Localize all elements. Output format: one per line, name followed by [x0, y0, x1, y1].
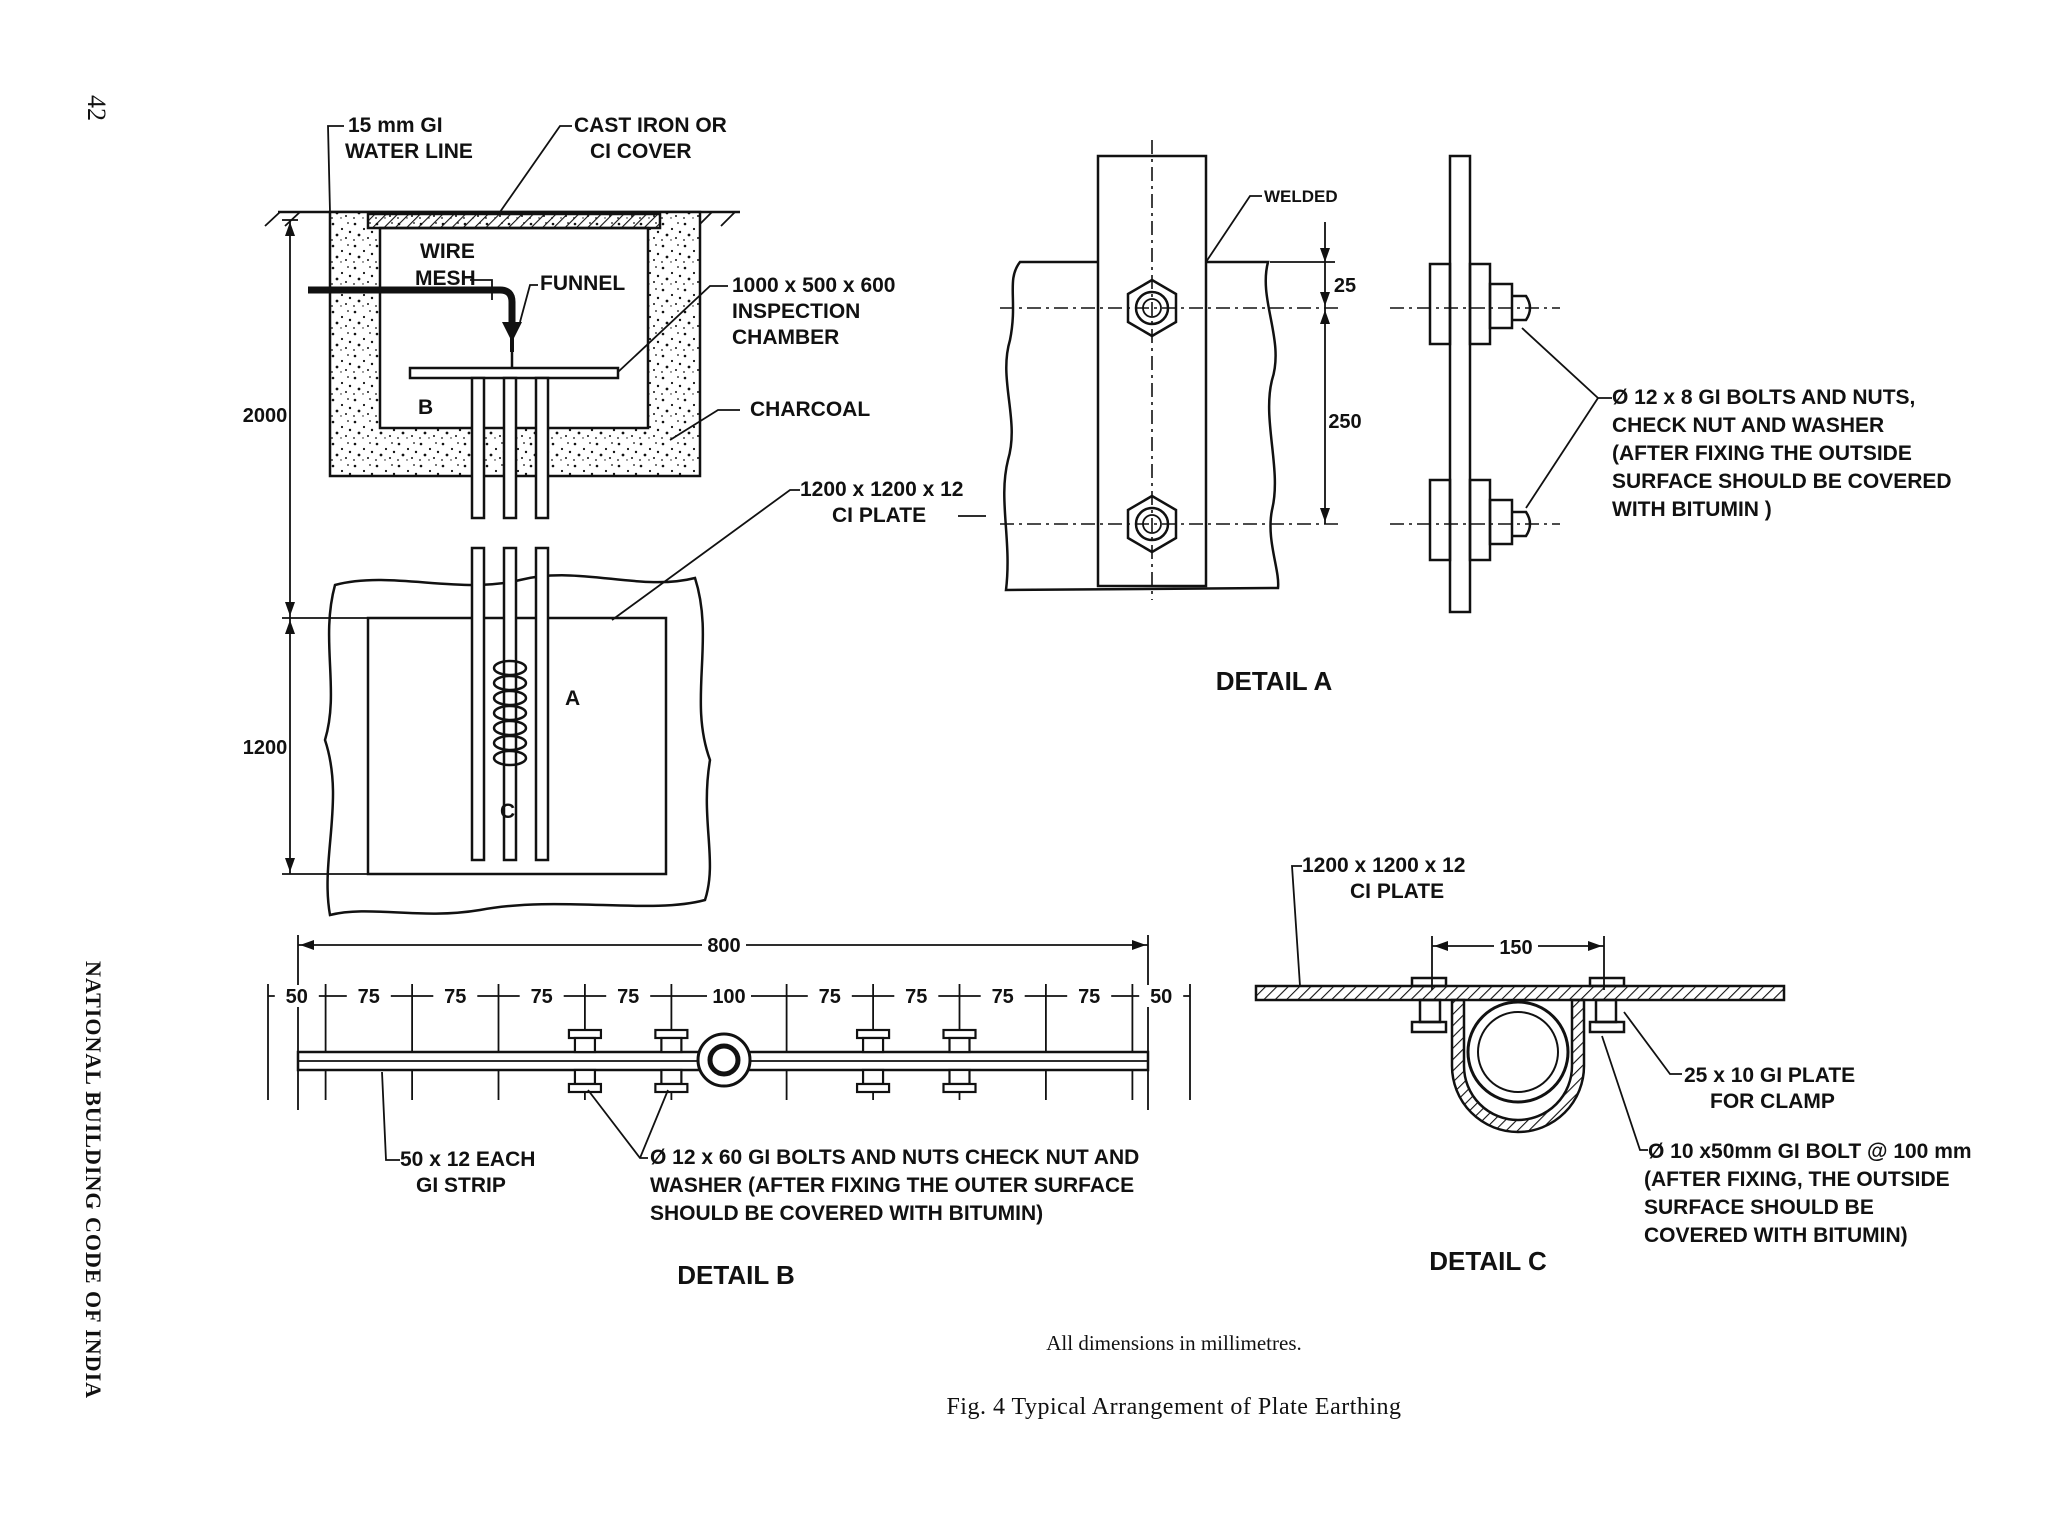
dimensions-note: All dimensions in millimetres.: [1046, 1331, 1302, 1355]
label-detail-c-bolt-3: SURFACE SHOULD BE: [1644, 1196, 1874, 1219]
label-detail-a-bolts-3: (AFTER FIXING THE OUTSIDE: [1612, 442, 1912, 465]
detail-c-bolt-left: [1410, 976, 1448, 1034]
label-detail-c-plate-2: CI PLATE: [1350, 880, 1444, 903]
label-detail-c-bolt-1: Ø 10 x50mm GI BOLT @ 100 mm: [1648, 1140, 1972, 1163]
dim-detail-c: 150: [1499, 937, 1532, 959]
dim-depth: 2000: [243, 405, 288, 427]
cast-iron-cover: [366, 212, 662, 230]
dim-detail-b-spacing: 50: [1150, 986, 1172, 1008]
detail-c-title: DETAIL C: [1429, 1246, 1547, 1276]
funnel: [502, 322, 522, 352]
dim-detail-b-overall: 800: [707, 935, 740, 957]
label-detail-a-bolts-2: CHECK NUT AND WASHER: [1612, 414, 1884, 437]
label-chamber-3: CHAMBER: [732, 326, 839, 349]
label-chamber-1: 1000 x 500 x 600: [732, 274, 896, 297]
label-plate-1: 1200 x 1200 x 12: [800, 478, 964, 501]
detail-c: 1200 x 1200 x 12 CI PLATE 150 25 x 10 GI…: [1254, 854, 1972, 1276]
page-number: 42: [82, 95, 111, 121]
label-detail-b-bolts-1: Ø 12 x 60 GI BOLTS AND NUTS CHECK NUT AN…: [650, 1146, 1139, 1169]
dim-detail-b-spacing: 75: [905, 986, 927, 1008]
figure-caption: Fig. 4 Typical Arrangement of Plate Eart…: [946, 1394, 1401, 1420]
marker-c: C: [500, 800, 515, 823]
dim-detail-a-spacing: 250: [1328, 411, 1361, 433]
dim-detail-b-spacing: 50: [286, 986, 308, 1008]
running-title: NATIONAL BUILDING CODE OF INDIA: [81, 961, 106, 1399]
label-detail-b-strip-2: GI STRIP: [416, 1174, 506, 1197]
detail-b-bolt: [855, 1028, 891, 1094]
label-welded: WELDED: [1264, 187, 1338, 206]
earth-plate-break: [323, 574, 712, 917]
label-detail-c-bolt-4: COVERED WITH BITUMIN): [1644, 1224, 1908, 1247]
dim-detail-a-top: 25: [1334, 275, 1356, 297]
label-detail-c-clamp-2: FOR CLAMP: [1710, 1090, 1835, 1113]
detail-b-bolts: [567, 1028, 977, 1094]
detail-c-bolt-right: [1588, 976, 1626, 1034]
dim-detail-b-spacing: 75: [1078, 986, 1100, 1008]
detail-a: WELDED 25 250 Ø 12 x 8 GI BOLTS AND NUTS…: [1000, 140, 1952, 696]
detail-b-title: DETAIL B: [677, 1260, 794, 1290]
label-detail-a-bolts-5: WITH BITUMIN ): [1612, 498, 1772, 521]
welded-joint-coil: [492, 659, 528, 767]
detail-b-bolt: [567, 1028, 603, 1094]
label-cover-1: CAST IRON OR: [574, 114, 727, 137]
label-cover-2: CI COVER: [590, 140, 692, 163]
dim-detail-b-spacing: 75: [444, 986, 466, 1008]
detail-c-clamp: [1450, 998, 1586, 1134]
label-detail-b-bolts-2: WASHER (AFTER FIXING THE OUTER SURFACE: [650, 1174, 1134, 1197]
main-section: 2000 1200 15 mm GI WATER LINE CAST IRON …: [243, 114, 986, 917]
label-water-line-1: 15 mm GI: [348, 114, 443, 137]
detail-c-pipe: [1466, 1000, 1570, 1104]
chamber-plate: [408, 366, 620, 380]
label-detail-c-bolt-2: (AFTER FIXING, THE OUTSIDE: [1644, 1168, 1950, 1191]
dim-detail-b-spacing: 100: [712, 986, 745, 1008]
label-detail-a-bolts-4: SURFACE SHOULD BE COVERED: [1612, 470, 1952, 493]
label-detail-b-strip-1: 50 x 12 EACH: [400, 1148, 535, 1171]
label-detail-b-bolts-3: SHOULD BE COVERED WITH BITUMIN): [650, 1202, 1043, 1225]
label-detail-a-bolts-1: Ø 12 x 8 GI BOLTS AND NUTS,: [1612, 386, 1915, 409]
dim-detail-b-spacing: 75: [617, 986, 639, 1008]
dim-detail-b-spacing: 75: [992, 986, 1014, 1008]
dim-detail-b-spacing: 75: [358, 986, 380, 1008]
marker-b: B: [418, 396, 433, 419]
detail-a-plate-break: [1003, 260, 1280, 592]
label-wire-mesh-1: WIRE: [420, 240, 475, 263]
label-plate-2: CI PLATE: [832, 504, 926, 527]
gi-strips-upper: [470, 376, 550, 520]
detail-c-plate: [1254, 984, 1786, 1002]
water-line-pipe: [308, 286, 516, 322]
detail-b-bolt: [942, 1028, 977, 1094]
label-funnel: FUNNEL: [540, 272, 625, 295]
marker-a: A: [565, 687, 580, 710]
detail-a-title: DETAIL A: [1216, 666, 1333, 696]
dim-detail-b-spacing: 75: [531, 986, 553, 1008]
label-detail-c-clamp-1: 25 x 10 GI PLATE: [1684, 1064, 1855, 1087]
detail-b: 800 50 75 75 75 75 100 75 75 75 75 50 50 x 12 EACH…: [267, 932, 1191, 1290]
dim-plate-height: 1200: [243, 737, 288, 759]
label-chamber-2: INSPECTION: [732, 300, 860, 323]
label-water-line-2: WATER LINE: [345, 140, 473, 163]
label-wire-mesh-2: MESH: [415, 267, 476, 290]
detail-b-spacing-labels: 50 75 75 75 75 100 75 75 75 75 50: [274, 985, 1184, 1008]
dim-detail-b-spacing: 75: [819, 986, 841, 1008]
label-detail-c-plate-1: 1200 x 1200 x 12: [1302, 854, 1466, 877]
label-charcoal: CHARCOAL: [750, 398, 870, 421]
detail-a-side-view: [1390, 154, 1560, 614]
detail-b-bolt: [654, 1028, 689, 1094]
